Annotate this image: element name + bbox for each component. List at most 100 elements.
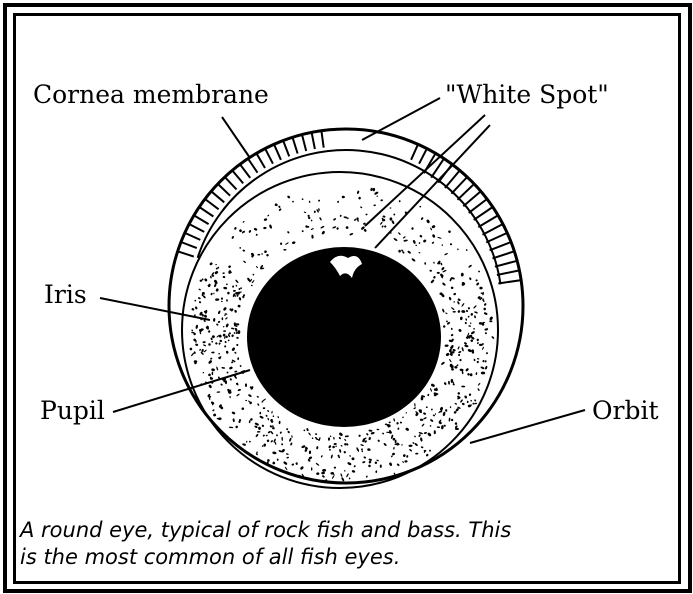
iris-speckle [267, 431, 270, 434]
iris-speckle [453, 293, 456, 296]
iris-speckle [349, 455, 351, 457]
iris-speckle [302, 198, 304, 200]
iris-speckle [336, 227, 339, 230]
iris-speckle [412, 240, 416, 245]
iris-speckle [468, 325, 471, 327]
cornea-hatch-line [445, 170, 460, 188]
iris-speckle [419, 206, 421, 208]
iris-speckle [223, 287, 227, 290]
iris-speckle [476, 338, 479, 341]
iris-speckle [464, 344, 469, 347]
iris-speckle [344, 439, 347, 442]
cornea-hatch-line [189, 224, 204, 232]
iris-speckle [365, 213, 368, 215]
iris-speckle [318, 200, 320, 202]
iris-speckle [477, 342, 479, 345]
iris-speckle [262, 445, 263, 447]
iris-speckle [199, 349, 202, 352]
iris-speckle [283, 461, 288, 466]
iris-speckle [198, 297, 201, 300]
iris-speckle [257, 254, 260, 256]
iris-speckle [450, 418, 453, 421]
iris-speckle [278, 450, 282, 453]
iris-speckle [231, 347, 235, 352]
iris-speckle [257, 431, 260, 433]
iris-speckle [226, 371, 229, 374]
iris-speckle [283, 249, 286, 251]
iris-speckle [457, 346, 460, 350]
iris-speckle [330, 435, 332, 437]
iris-speckle [485, 360, 487, 362]
iris-speckle [455, 428, 459, 431]
iris-speckle [229, 378, 232, 381]
iris-speckle [341, 477, 345, 482]
cornea-hatch-line [469, 199, 487, 213]
iris-speckle [441, 425, 444, 430]
iris-speckle [301, 230, 304, 233]
iris-speckle [426, 219, 430, 224]
iris-speckle [213, 293, 214, 295]
iris-speckle [381, 225, 384, 228]
iris-speckle [380, 464, 382, 468]
iris-speckle [443, 325, 446, 328]
iris-speckle [448, 381, 450, 385]
iris-speckle [218, 334, 222, 338]
iris-speckle [389, 421, 391, 423]
iris-speckle [475, 372, 477, 375]
iris-speckle [202, 341, 206, 344]
iris-speckle [270, 440, 273, 443]
iris-speckle [429, 425, 431, 427]
iris-speckle [445, 344, 449, 346]
iris-speckle [377, 439, 380, 442]
iris-speckle [398, 250, 401, 253]
iris-speckle [427, 394, 430, 397]
iris-speckle [235, 425, 238, 429]
iris-speckle [451, 368, 454, 370]
iris-speckle [278, 208, 281, 211]
iris-speckle [237, 330, 240, 334]
iris-speckle [303, 429, 305, 431]
iris-speckle [437, 426, 441, 428]
iris-speckle [210, 292, 213, 295]
iris-speckle [441, 267, 445, 271]
iris-speckle [357, 190, 360, 194]
iris-speckle [471, 349, 474, 354]
iris-speckle [470, 339, 473, 342]
iris-speckle [242, 249, 245, 251]
cornea-hatch-line [321, 131, 323, 148]
iris-speckle [235, 284, 237, 286]
iris-speckle [389, 217, 392, 220]
cornea-hatch-line [211, 191, 224, 202]
iris-speckle [360, 206, 363, 209]
iris-speckle [424, 432, 428, 435]
iris-speckle [430, 227, 433, 230]
iris-speckle [235, 328, 238, 332]
cornea-hatch-line [199, 207, 213, 217]
iris-speckle [223, 326, 225, 328]
iris-speckle [452, 311, 455, 313]
iris-speckle [482, 346, 485, 350]
iris-speckle [270, 430, 274, 434]
iris-speckle [234, 351, 237, 354]
iris-speckle [286, 453, 289, 455]
iris-speckle [469, 277, 472, 280]
iris-speckle [300, 466, 305, 471]
iris-speckle [222, 317, 224, 320]
iris-speckle [478, 383, 481, 386]
iris-speckle [237, 304, 241, 308]
iris-speckle [392, 452, 396, 455]
iris-speckle [452, 383, 455, 386]
iris-speckle [354, 218, 357, 221]
cornea-hatch-line [218, 184, 230, 196]
iris-speckle [338, 432, 343, 437]
iris-speckle [242, 221, 245, 223]
iris-speckle [337, 200, 339, 203]
iris-speckle [271, 411, 273, 414]
iris-speckle [457, 301, 460, 305]
iris-speckle [239, 365, 241, 367]
iris-speckle [263, 227, 267, 230]
iris-speckle [256, 266, 259, 269]
iris-speckle [310, 219, 312, 221]
caption-line-1: A round eye, typical of rock fish and ba… [20, 517, 680, 544]
iris-speckle [228, 332, 231, 334]
